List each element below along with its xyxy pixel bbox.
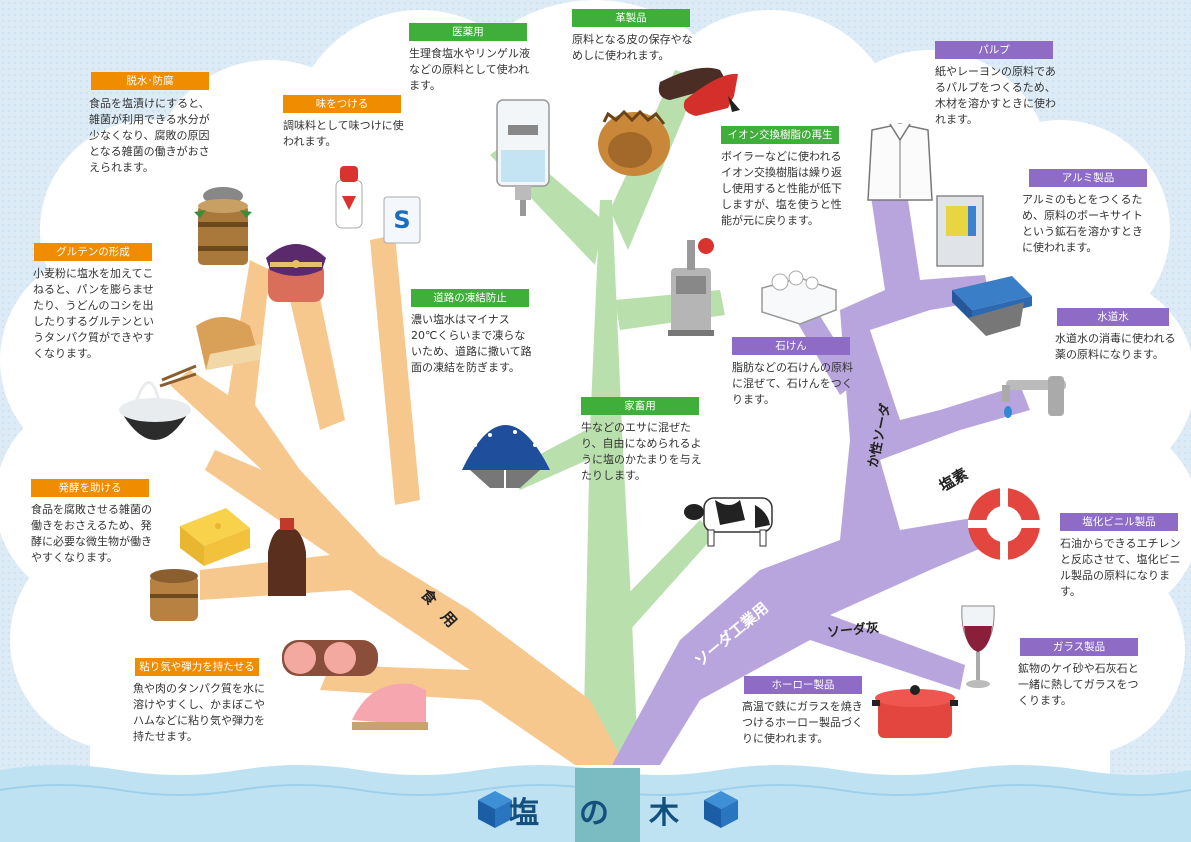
soy-sauce-icon	[268, 518, 306, 596]
use-desc-tap-water: 水道水の消毒に使われる薬の原料になります。	[1055, 332, 1176, 361]
cow-icon	[684, 497, 773, 547]
use-desc-livestock: 牛などのエサに混ぜたり、自由になめられるように塩のかたまりを与えたりします。	[581, 421, 702, 482]
use-desc-soap: 脂肪などの石けんの原料に混ぜて、石けんをつくります。	[732, 361, 853, 406]
use-label-fermentation: 発酵を助ける	[31, 479, 149, 497]
jam-jar-icon	[266, 244, 326, 302]
shoes-icon	[658, 67, 740, 116]
miso-barrel-icon	[150, 569, 198, 621]
use-desc-pvc: 石油からできるエチレンと反応させて、塩化ビニル製品の原料になります。	[1060, 537, 1181, 598]
title-char-tree: 木	[649, 796, 691, 831]
use-label-viscosity: 粘り気や弾力を持たせる	[135, 658, 259, 676]
use-label-aluminum: アルミ製品	[1029, 169, 1147, 187]
faucet-icon	[1002, 376, 1066, 418]
use-label-gluten: グルテンの形成	[34, 243, 152, 261]
soap-icon	[761, 270, 837, 325]
cube-icon	[478, 791, 512, 828]
use-label-glass: ガラス製品	[1020, 638, 1138, 656]
aluminum-product-icon	[936, 195, 984, 267]
trunk-base	[575, 768, 640, 842]
use-desc-seasoning: 調味料として味つけに使われます。	[283, 119, 404, 148]
diagram-title: 塩 の 木	[470, 788, 730, 832]
wine-glass-icon	[961, 605, 995, 688]
enamel-pot-icon	[872, 685, 958, 738]
cheese-icon	[180, 508, 250, 566]
use-desc-pulp: 紙やレーヨンの原料であるパルプをつくるため、木材を溶かすときに使われます。	[935, 65, 1056, 126]
use-label-seasoning: 味をつける	[283, 95, 401, 113]
use-desc-leather: 原料となる皮の保存やなめしに使われます。	[572, 33, 693, 62]
iv-drip-icon	[496, 99, 550, 216]
use-label-enamel: ホーロー製品	[744, 676, 862, 694]
use-desc-ion-exchange: ボイラーなどに使われるイオン交換樹脂は繰り返し使用すると性能が低下しますが、塩を…	[721, 150, 842, 227]
use-desc-fermentation: 食品を腐敗させる雑菌の働きをおさえるため、発酵に必要な微生物が働きやすくなります…	[31, 503, 152, 564]
pickling-barrel-icon	[194, 187, 252, 265]
use-label-dehydration: 脱水･防腐	[91, 72, 209, 90]
baseball-glove-icon	[598, 109, 670, 176]
use-desc-aluminum: アルミのもとをつくるため、原料のボーキサイトという鉱石を溶かすときに使われます。	[1022, 193, 1143, 254]
use-label-pvc: 塩化ビニル製品	[1060, 513, 1178, 531]
shirt-icon	[867, 123, 933, 201]
svg-text:S: S	[393, 206, 410, 234]
float-ring-icon	[968, 488, 1040, 560]
use-label-pulp: パルプ	[935, 41, 1053, 59]
use-label-ion-exchange: イオン交換樹脂の再生	[721, 126, 839, 144]
use-label-leather: 革製品	[572, 9, 690, 27]
salt-bag-icon: S	[383, 196, 421, 244]
use-desc-road: 濃い塩水はマイナス20℃くらいまで凍らないため、道路に撒いて路面の凍結を防ぎます…	[411, 313, 532, 374]
title-char-no: の	[579, 796, 621, 831]
use-desc-medical: 生理食塩水やリンゲル液などの原料として使われます。	[409, 47, 530, 92]
use-label-road: 道路の凍結防止	[411, 289, 529, 307]
use-label-medical: 医薬用	[409, 23, 527, 41]
boiler-icon	[668, 238, 714, 336]
bread-icon	[196, 317, 262, 370]
ham-icon	[282, 640, 378, 676]
use-desc-dehydration: 食品を塩漬けにすると、雑菌が利用できる水分が少なくなり、腐敗の原因となる雑菌の働…	[89, 97, 210, 174]
use-label-tap-water: 水道水	[1057, 308, 1169, 326]
salt-shaker-icon	[335, 166, 363, 229]
use-desc-viscosity: 魚や肉のタンパク質を水に溶けやすくし、かまぼこやハムなどに粘り気や弾力を持たせま…	[133, 682, 265, 743]
road-tunnel-icon	[462, 425, 550, 488]
cube-icon	[704, 791, 738, 828]
title-char-salt: 塩	[509, 796, 551, 831]
use-label-livestock: 家畜用	[581, 397, 699, 415]
kamaboko-icon	[352, 683, 428, 730]
use-desc-gluten: 小麦粉に塩水を加えてこねると、パンを膨らませたり、うどんのコシを出したりするグル…	[33, 267, 154, 360]
use-label-soap: 石けん	[732, 337, 850, 355]
udon-bowl-icon	[119, 364, 197, 440]
chemical-container-icon	[952, 276, 1032, 336]
use-desc-enamel: 高温で鉄にガラスを焼きつけるホーロー製品づくりに使われます。	[742, 700, 863, 745]
use-desc-glass: 鉱物のケイ砂や石灰石と一緒に熱してガラスをつくります。	[1018, 662, 1139, 707]
